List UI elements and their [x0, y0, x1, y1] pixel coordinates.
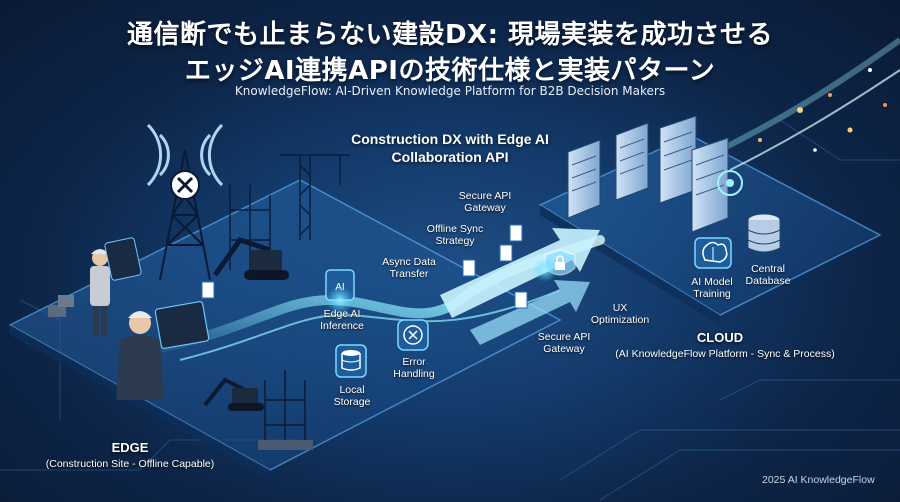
footer-copyright: 2025 AI KnowledgeFlow [762, 474, 875, 486]
label-async-data-transfer: Async Data Transfer [382, 256, 436, 280]
excavator [212, 237, 289, 280]
diagram-heading-line-2: Collaboration API [391, 149, 509, 165]
worker-with-tablet [90, 237, 142, 336]
page-title-line-2: エッジAI連携APIの技術仕様と実装パターン [184, 56, 716, 86]
upload-arrow-2 [470, 280, 590, 345]
edge-zone-subtitle: (Construction Site - Offline Capable) [45, 458, 215, 470]
scaffolding [258, 370, 313, 450]
glow-node [326, 286, 354, 314]
label-central-database: Central Database [745, 263, 791, 287]
database-icon [747, 213, 781, 253]
cloud-zone-title: CLOUD [696, 330, 744, 345]
edge-zone-title: EDGE [111, 440, 149, 455]
sparkle-stream [718, 37, 900, 171]
label-edge-ai-inference: Edge AI Inference [320, 308, 364, 332]
local-storage-icon [335, 344, 367, 378]
diagram-heading-line-1: Construction DX with Edge AI [351, 131, 549, 147]
page-subtitle: KnowledgeFlow: AI-Driven Knowledge Platf… [234, 84, 666, 98]
server-racks [567, 115, 729, 233]
label-error-handling: Error Handling [393, 356, 435, 380]
edge-platform-side [10, 325, 270, 480]
worker-foreground [116, 301, 210, 400]
construction-crane [229, 154, 350, 270]
disconnected-icon [170, 170, 200, 200]
glow-node [533, 258, 557, 282]
signal-waves-icon [146, 123, 224, 187]
cloud-zone-subtitle: (AI KnowledgeFlow Platform - Sync & Proc… [615, 348, 835, 360]
excavator-small [203, 377, 264, 411]
label-secure-api-gateway-bottom: Secure API Gateway [537, 331, 591, 355]
label-secure-api-gateway-top: Secure API Gateway [458, 190, 512, 214]
gear-circuit-icon [717, 170, 743, 196]
materials [48, 295, 74, 317]
label-ux-optimization: UX Optimization [590, 302, 650, 326]
label-ai-model-training: AI Model Training [691, 276, 733, 300]
brain-icon [694, 237, 732, 269]
page-title-line-1: 通信断でも止まらない建設DX: 現場実装を成功させる [126, 20, 774, 50]
document-icons [201, 224, 528, 309]
label-offline-sync-strategy: Offline Sync Strategy [426, 223, 484, 247]
error-handling-icon [397, 319, 429, 351]
data-flow-stream-thin [179, 289, 561, 361]
label-local-storage: Local Storage [333, 384, 371, 408]
